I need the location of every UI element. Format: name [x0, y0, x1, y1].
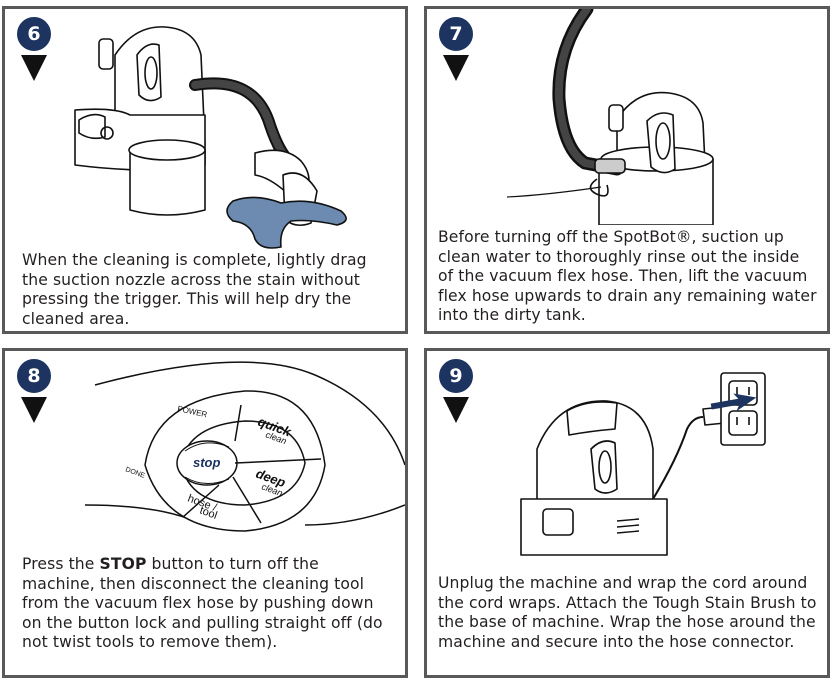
vacuum-nozzle-illustration — [74, 26, 347, 249]
stop-label: stop — [193, 455, 221, 470]
step-number: 8 — [17, 359, 51, 393]
tool-label: tool — [198, 505, 219, 522]
rinse-hose-illustration — [506, 9, 714, 225]
step-7-panel: 7 Before turning off the SpotBot®, sucti… — [424, 6, 830, 334]
step-number: 7 — [439, 17, 473, 51]
step-8-badge: 8 — [17, 359, 51, 423]
down-arrow-icon — [21, 397, 47, 423]
step-8-text-after: button to turn off the machine, then dis… — [22, 555, 383, 652]
step-6-badge: 6 — [17, 17, 51, 81]
down-arrow-icon — [443, 55, 469, 81]
step-8-text: Press the STOP button to turn off the ma… — [22, 555, 395, 653]
down-arrow-icon — [443, 397, 469, 423]
step-9-badge: 9 — [439, 359, 473, 423]
step-9-panel: 9 — [424, 348, 830, 678]
down-arrow-icon — [21, 55, 47, 81]
step-number: 9 — [439, 359, 473, 393]
step-8-panel: 8 POWER stop quick clean deep clean hose — [2, 348, 408, 678]
step-8-text-bold: STOP — [99, 555, 147, 573]
step-8-text-before: Press the — [22, 555, 100, 573]
unplug-illustration — [520, 372, 766, 556]
step-number: 6 — [17, 17, 51, 51]
step-6-panel: 6 When the cleaning is complete, lightly — [2, 6, 408, 334]
control-panel-illustration: POWER stop quick clean deep clean hose /… — [85, 361, 405, 532]
step-6-text: When the cleaning is complete, lightly d… — [22, 251, 367, 328]
unplug-arrow-icon — [710, 393, 757, 412]
step-7-badge: 7 — [439, 17, 473, 81]
step-7-text: Before turning off the SpotBot®, suction… — [438, 228, 817, 325]
step-9-text: Unplug the machine and wrap the cord aro… — [438, 574, 817, 651]
done-label: DONE — [124, 466, 146, 480]
